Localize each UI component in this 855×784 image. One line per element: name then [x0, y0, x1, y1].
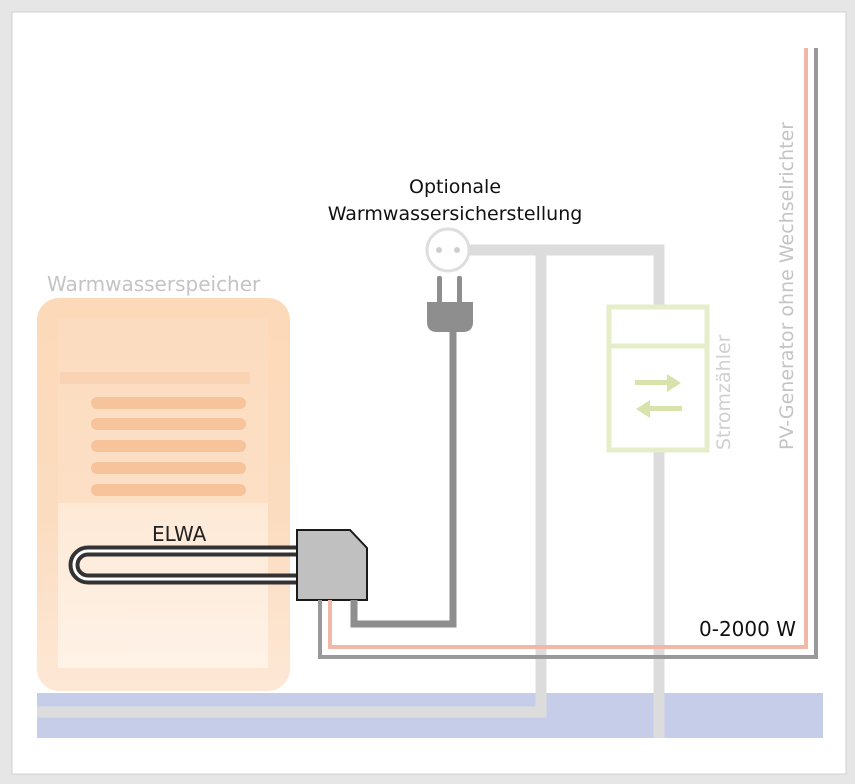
socket-icon [425, 227, 471, 273]
tank-shelf-line [60, 372, 250, 384]
hot-water-tank [37, 298, 290, 691]
plug-cable [350, 332, 457, 628]
grid-wiring [37, 244, 665, 738]
elwa-label: ELWA [152, 522, 207, 546]
heating-rod [68, 545, 304, 585]
tank-upper-zone [58, 318, 268, 503]
optional-label-line2: Warmwassersicherstellung [328, 203, 583, 225]
optional-label-line1: Optionale [409, 176, 501, 198]
bidirectional-arrows-icon [635, 374, 682, 418]
electricity-meter [606, 304, 710, 453]
meter-label: Stromzähler [713, 334, 735, 450]
plug-icon [427, 276, 473, 332]
pv-generator-label: PV-Generator ohne Wechselrichter [776, 122, 798, 450]
dc-cables [318, 48, 818, 659]
power-range-label: 0-2000 W [699, 617, 796, 641]
tank-label: Warmwasserspeicher [47, 272, 261, 296]
elwa-control-box [296, 529, 368, 601]
heat-exchanger-coil [91, 397, 246, 496]
